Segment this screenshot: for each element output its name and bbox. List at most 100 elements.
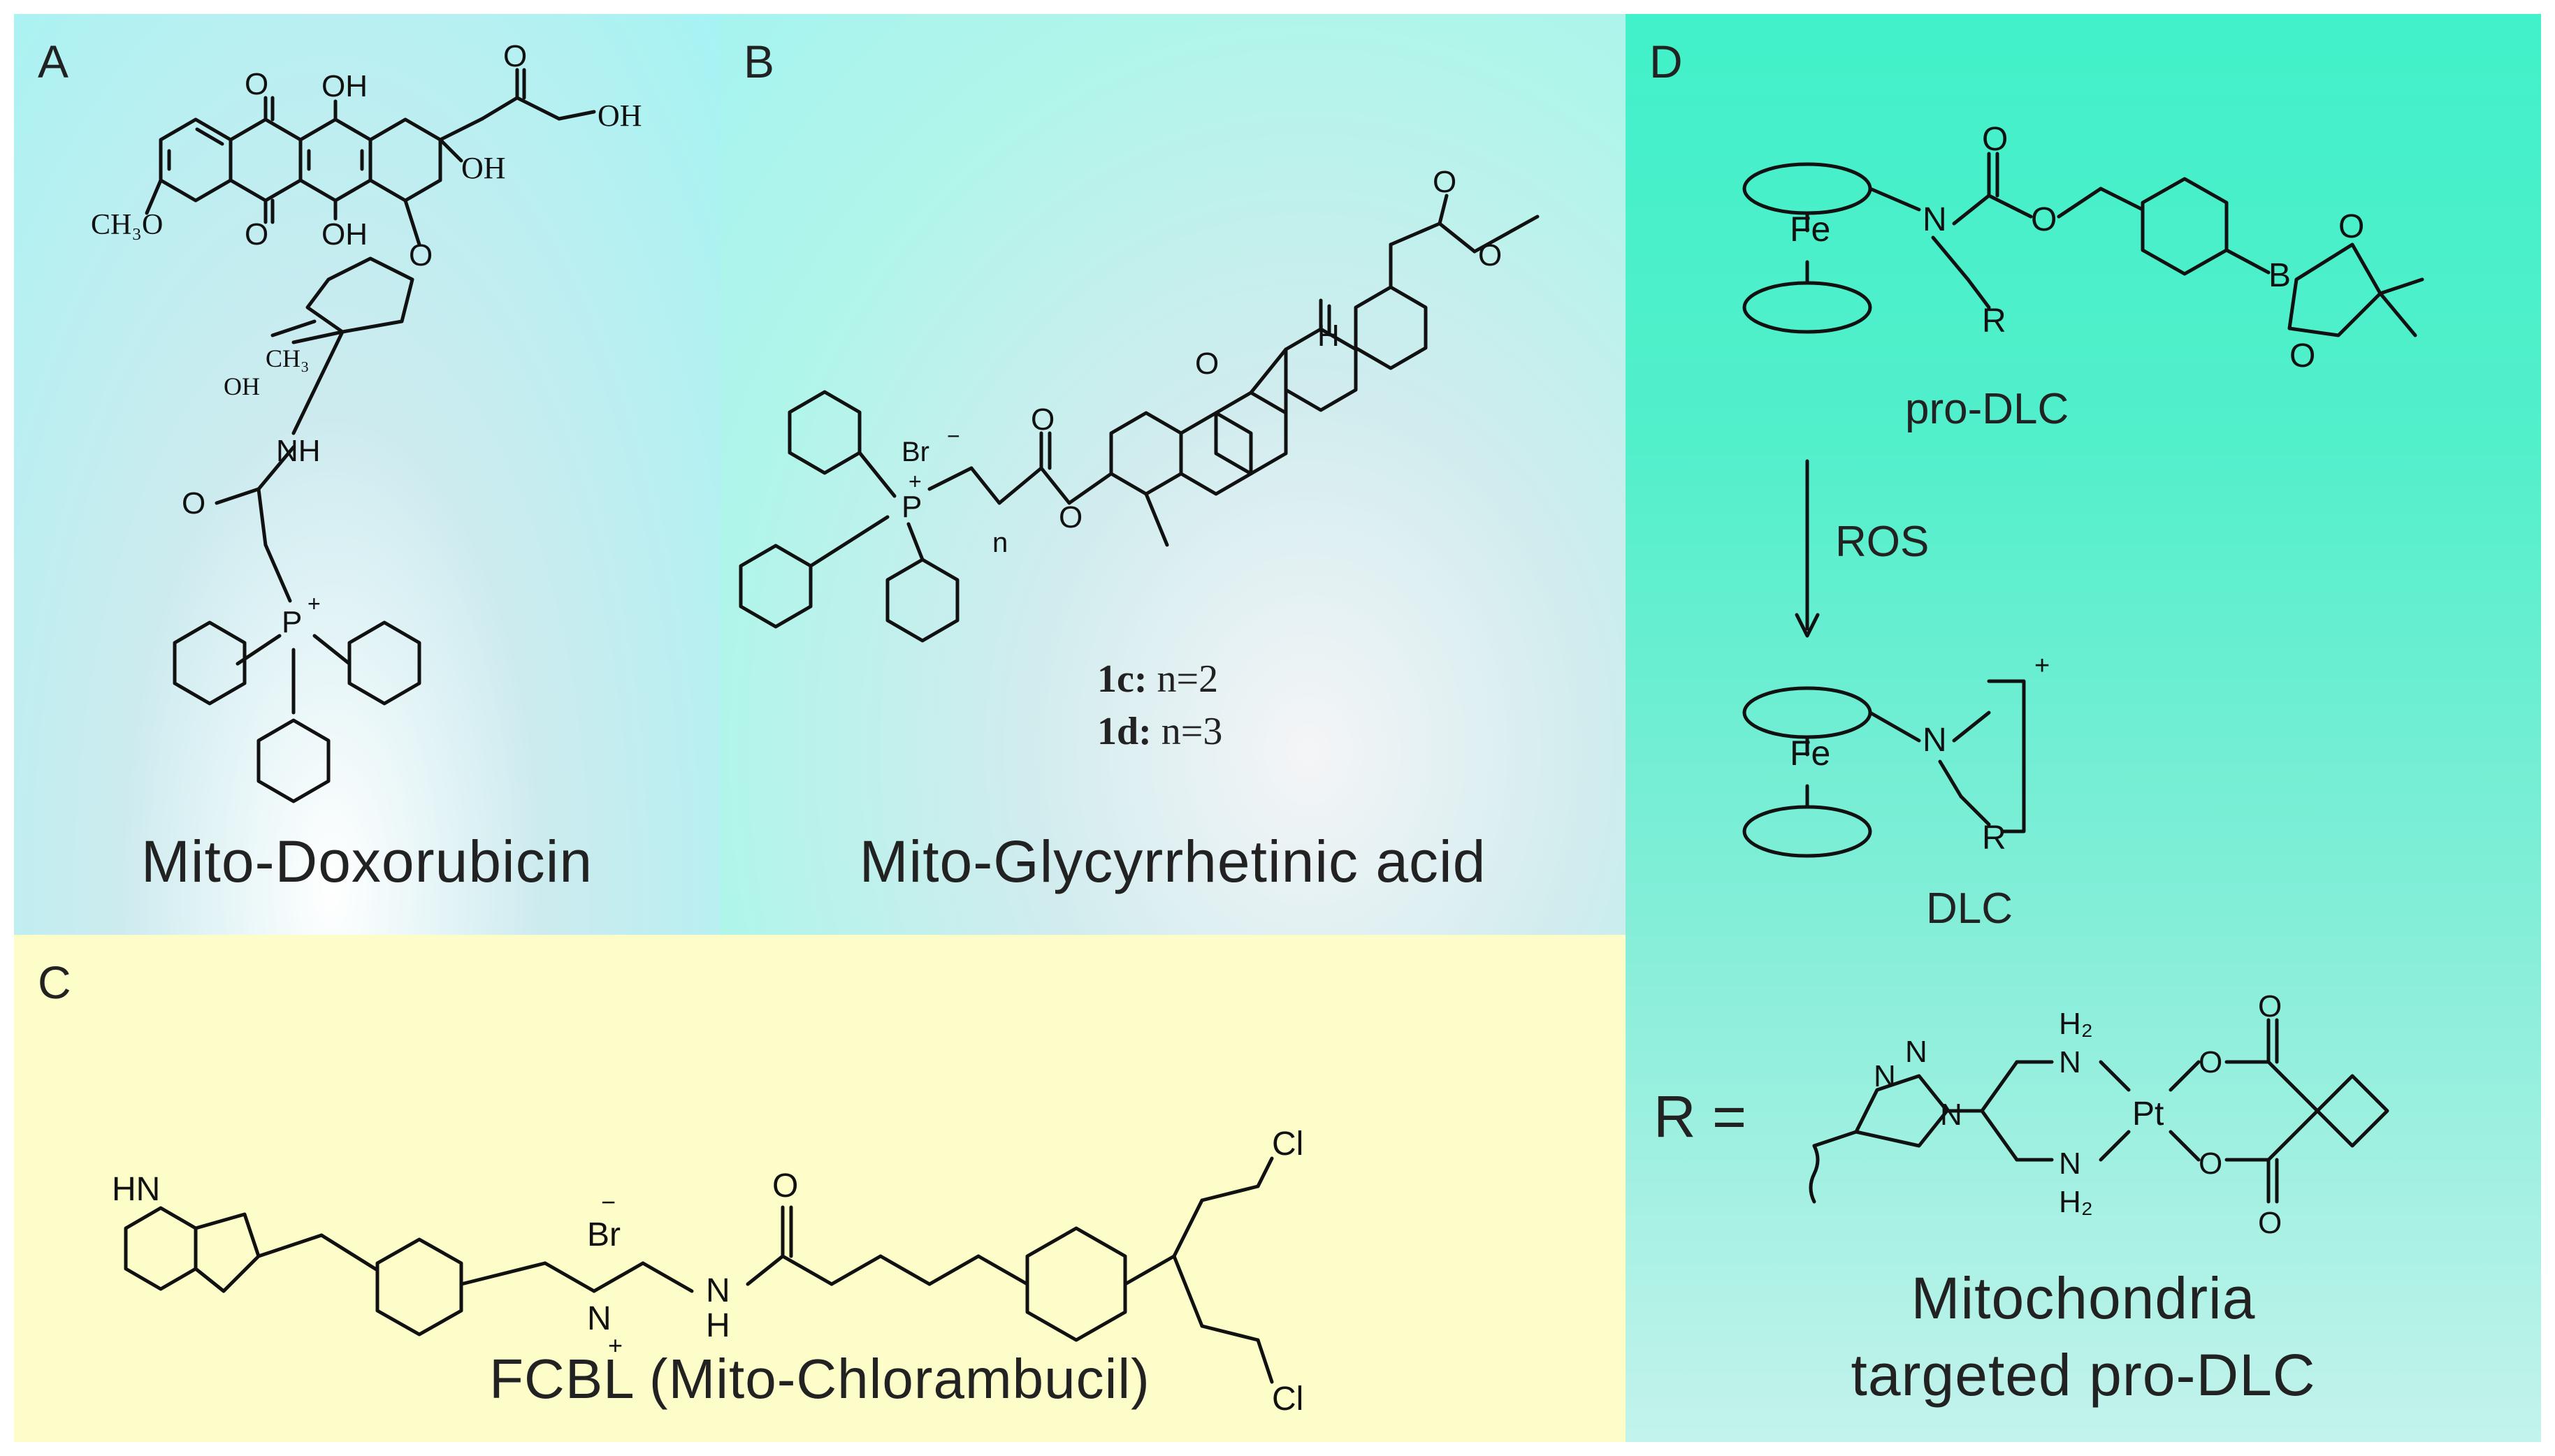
panel-a: A O O OH OH O OH OH CH₃O O bbox=[14, 14, 720, 935]
atom-o: O bbox=[182, 486, 205, 520]
caption-d-line2: targeted pro-DLC bbox=[1851, 1342, 2316, 1408]
atom-o: O bbox=[1433, 165, 1456, 199]
atom-oh: OH bbox=[321, 69, 368, 103]
cp-ring-top bbox=[1742, 162, 1872, 215]
cyclobutane-ring bbox=[2315, 1074, 2389, 1148]
panel-letter-d: D bbox=[1649, 36, 1683, 87]
atom-pt: Pt bbox=[2132, 1095, 2164, 1133]
atom-br: Br bbox=[902, 437, 929, 467]
prodrug-label: pro-DLC bbox=[1905, 385, 2069, 433]
atom-nh: NH bbox=[276, 434, 321, 468]
atom-cl: Cl bbox=[1272, 1126, 1303, 1163]
atom-n-sub: n bbox=[992, 527, 1008, 558]
glycyrrhetinic-structure: P + Br − n O O O H O O bbox=[739, 165, 1540, 643]
indole-benzene bbox=[124, 1206, 198, 1291]
cp-ring-bottom bbox=[1742, 281, 1872, 334]
atom-h: H bbox=[1317, 319, 1340, 353]
atom-o: O bbox=[2258, 1206, 2282, 1240]
phenyl-ring bbox=[1025, 1226, 1127, 1342]
atom-n: N bbox=[706, 1272, 730, 1309]
atom-oh: OH bbox=[598, 99, 642, 133]
atom-oh: OH bbox=[224, 372, 260, 400]
arrow-label: ROS bbox=[1835, 518, 1930, 566]
charge-plus: + bbox=[2034, 651, 2050, 680]
panel-b: B P + Br − n O O O H O O 1c: n=2 bbox=[720, 14, 1626, 935]
atom-o: O bbox=[1478, 238, 1502, 272]
ring-a4 bbox=[368, 117, 442, 203]
atom-o: O bbox=[2338, 208, 2364, 245]
atom-h2: H₂ bbox=[2059, 1185, 2093, 1219]
atom-n: N bbox=[2059, 1045, 2081, 1079]
variant-1d-line: 1d: n=3 bbox=[1097, 709, 1222, 754]
atom-o: O bbox=[2258, 989, 2282, 1024]
atom-o: O bbox=[409, 238, 433, 272]
atom-och3: CH₃O bbox=[91, 209, 163, 241]
atom-fe: Fe bbox=[1790, 210, 1830, 249]
chlorambucil-structure: HN Br − N + N H O Cl Cl bbox=[112, 1126, 1303, 1418]
atom-cl: Cl bbox=[1272, 1381, 1303, 1418]
atom-o: O bbox=[1195, 347, 1219, 381]
atom-o: O bbox=[2199, 1146, 2222, 1181]
atom-oh: OH bbox=[461, 151, 506, 185]
sugar-ring bbox=[305, 256, 414, 334]
variant-1c-label: 1c: bbox=[1097, 657, 1148, 701]
atom-o: O bbox=[245, 217, 268, 252]
charge-plus: + bbox=[608, 1331, 623, 1360]
atom-r: R bbox=[1982, 820, 2006, 857]
variant-1d-label: 1d: bbox=[1097, 710, 1152, 753]
atom-ch3: CH₃ bbox=[266, 344, 310, 372]
atom-br: Br bbox=[587, 1216, 621, 1253]
caption-b: Mito-Glycyrrhetinic acid bbox=[859, 829, 1486, 894]
panel-letter-c: C bbox=[38, 956, 71, 1008]
atom-p: P bbox=[282, 605, 302, 639]
ring-a2 bbox=[229, 117, 303, 203]
caption-a: Mito-Doxorubicin bbox=[140, 829, 593, 894]
wavy-bond bbox=[1809, 1144, 1820, 1204]
panel-c: C HN Br − N + N H O Cl Cl FCBL (Mito-Chl… bbox=[14, 935, 1626, 1442]
atom-fe: Fe bbox=[1790, 734, 1830, 773]
atom-o: O bbox=[2199, 1045, 2222, 1079]
charge-minus: − bbox=[601, 1188, 616, 1216]
variant-1c-value: n=2 bbox=[1157, 657, 1219, 701]
atom-n: N bbox=[1923, 722, 1947, 759]
charge-plus: + bbox=[307, 591, 321, 616]
doxorubicin-structure: O O OH OH O OH OH CH₃O O CH₃ OH NH O P + bbox=[91, 39, 642, 803]
atom-h: H bbox=[706, 1307, 730, 1344]
atom-h2: H₂ bbox=[2059, 1007, 2093, 1041]
atom-n: N bbox=[1940, 1098, 1962, 1132]
pyridinium-ring bbox=[375, 1237, 463, 1337]
atom-oh: OH bbox=[321, 217, 368, 252]
atom-o: O bbox=[772, 1167, 798, 1204]
ring-b5 bbox=[1354, 285, 1428, 370]
atom-o: O bbox=[2289, 337, 2315, 374]
atom-o: O bbox=[245, 67, 268, 101]
panel-d: D Fe bbox=[1626, 14, 2541, 1442]
benzyl-ring bbox=[2141, 177, 2229, 276]
ring-a3 bbox=[298, 117, 372, 203]
panel-letter-b: B bbox=[744, 36, 775, 87]
charge-plus: + bbox=[909, 469, 922, 494]
atom-p: P bbox=[902, 490, 922, 524]
panel-letter-a: A bbox=[38, 36, 69, 87]
atom-o: O bbox=[1982, 121, 2008, 158]
pro-dlc-structure: Fe N O O R B O O Fe N R + N N N H₂ N N H… bbox=[1742, 121, 2424, 1240]
product-label: DLC bbox=[1926, 884, 2013, 933]
atom-o: O bbox=[2031, 201, 2057, 238]
atom-r: R bbox=[1982, 303, 2006, 340]
variant-1d-value: n=3 bbox=[1161, 710, 1223, 753]
atom-o: O bbox=[503, 39, 527, 73]
atom-hn: HN bbox=[112, 1171, 160, 1208]
atom-n: N bbox=[1905, 1035, 1927, 1069]
atom-n: N bbox=[1923, 201, 1947, 238]
ring-b1 bbox=[1109, 411, 1183, 496]
atom-b: B bbox=[2268, 257, 2291, 294]
charge-minus: − bbox=[947, 423, 960, 449]
atom-n: N bbox=[1874, 1059, 1896, 1093]
indole-pyrrole bbox=[194, 1212, 261, 1293]
ring-a1 bbox=[159, 117, 233, 203]
triazole-ring bbox=[1854, 1074, 1949, 1148]
r-label: R = bbox=[1653, 1084, 1747, 1149]
atom-o: O bbox=[1031, 402, 1055, 437]
atom-n: N bbox=[587, 1300, 611, 1337]
caption-d-line1: Mitochondria bbox=[1911, 1265, 2256, 1331]
